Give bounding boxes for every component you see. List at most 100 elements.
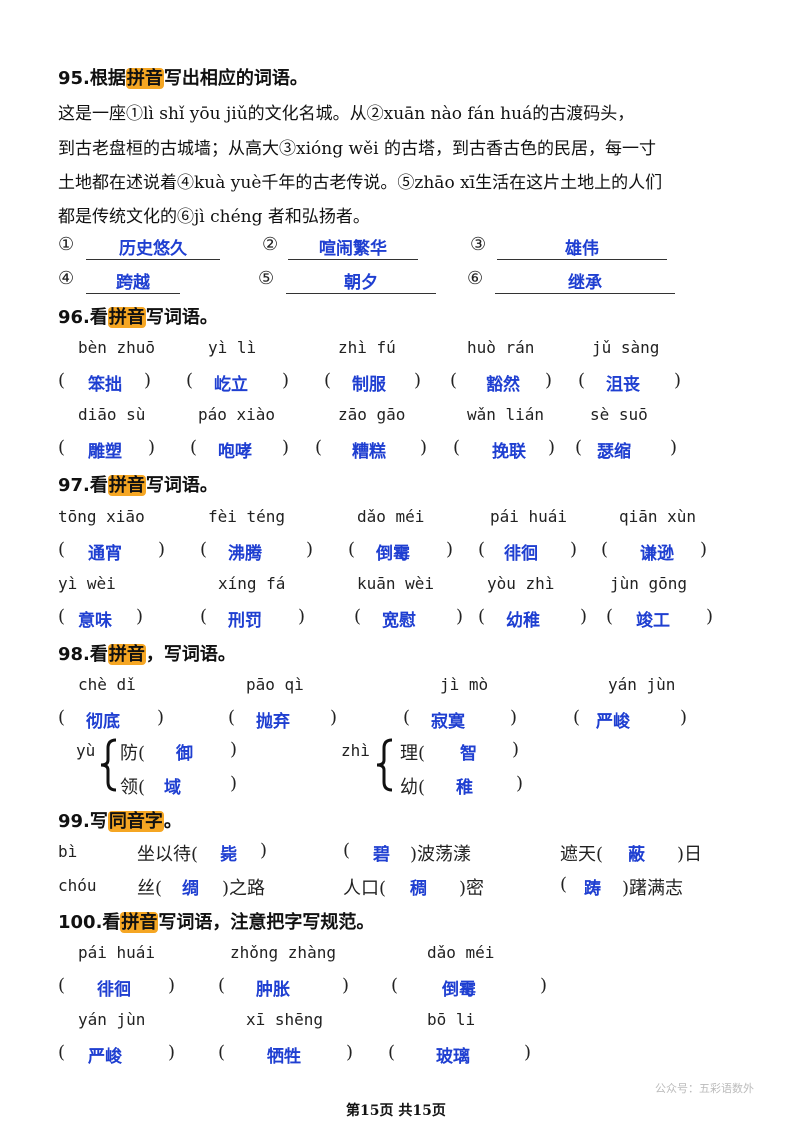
q95-title: 95.根据拼音写出相应的词语。 [58, 68, 308, 89]
q95-answer-6: 继承 [495, 268, 675, 294]
pinyin: pái huái [490, 507, 568, 526]
phrase-text: )波荡漾 [410, 844, 472, 865]
answer: 严峻 [88, 1047, 122, 1067]
pinyin: chè dǐ [78, 675, 136, 694]
answer: 踌 [584, 879, 601, 899]
paren-close: ) [420, 437, 428, 458]
pinyin: páo xiào [198, 405, 276, 424]
answer: 通宵 [88, 544, 122, 564]
paren-close: ) [700, 539, 708, 560]
answer: 域 [164, 778, 181, 798]
phrase-text: )躇满志 [622, 878, 684, 899]
pinyin: fèi téng [208, 507, 286, 526]
watermark: 公众号：五彩语数外 [655, 1082, 754, 1095]
q96-title: 96.看拼音写词语。 [58, 307, 218, 328]
pinyin: zhǒng zhàng [230, 943, 336, 962]
pinyin: yòu zhì [487, 574, 555, 593]
paren-open: ( [573, 707, 581, 728]
answer: 糟糕 [352, 442, 386, 462]
pinyin: xī shēng [246, 1010, 324, 1029]
q95-num-5: ⑤ [258, 268, 275, 289]
paren-open: ( [186, 370, 194, 391]
paren-close: ) [674, 370, 682, 391]
answer: 彻底 [86, 712, 120, 732]
answer: 瑟缩 [597, 442, 631, 462]
answer: 严峻 [596, 712, 630, 732]
phrase-text: )之路 [222, 878, 266, 899]
prefix: 防( [120, 743, 146, 764]
answer: 倒霉 [442, 980, 476, 1000]
pinyin: bō li [427, 1010, 476, 1029]
q100-title: 100.看拼音写词语，注意把字写规范。 [58, 912, 375, 933]
paren-open: ( [58, 539, 66, 560]
pinyin: pái huái [78, 943, 156, 962]
pinyin: jùn gōng [610, 574, 688, 593]
answer: 幼稚 [506, 611, 540, 631]
answer: 制服 [352, 375, 386, 395]
q95-answer-5: 朝夕 [286, 268, 436, 294]
paren-open: ( [324, 370, 332, 391]
pinyin: bèn zhuō [78, 338, 156, 357]
answer: 沮丧 [606, 375, 640, 395]
paren-open: ( [58, 707, 66, 728]
pinyin: jì mò [440, 675, 489, 694]
q95-line-3: 土地都在述说着④kuà yuè千年的古老传说。⑤zhāo xī生活在这片土地上的… [58, 173, 663, 193]
paren-close: ) [136, 606, 144, 627]
pinyin: tōng xiāo [58, 507, 145, 526]
q99-title: 99.写同音字。 [58, 811, 182, 832]
paren-open: ( [58, 437, 66, 458]
answer: 牺牲 [267, 1047, 301, 1067]
answer: 豁然 [486, 375, 520, 395]
paren-close: ) [148, 437, 156, 458]
paren-close: ) [580, 606, 588, 627]
q95-num-2: ② [262, 234, 279, 255]
answer: 竣工 [636, 611, 670, 631]
paren-open: ( [58, 606, 66, 627]
pinyin: chóu [58, 876, 97, 895]
pinyin: sè suō [590, 405, 648, 424]
prefix: 理( [400, 743, 426, 764]
paren-close: ) [144, 370, 152, 391]
phrase-text: )日 [677, 844, 703, 865]
phrase-text: ( [560, 874, 568, 895]
phrase-text: )密 [459, 878, 485, 899]
paren-open: ( [478, 606, 486, 627]
q98-title: 98.看拼音，写词语。 [58, 644, 236, 665]
page-number: 第15页 共15页 [346, 1103, 446, 1119]
answer: 绸 [182, 879, 199, 899]
paren-close: ) [570, 539, 578, 560]
q95-num-4: ④ [58, 268, 75, 289]
paren-open: ( [218, 1042, 226, 1063]
paren-open: ( [388, 1042, 396, 1063]
paren-close: ) [670, 437, 678, 458]
pinyin: dǎo méi [427, 943, 495, 962]
answer: 毙 [220, 845, 237, 865]
paren-close: ) [168, 1042, 176, 1063]
paren-close: ) [414, 370, 422, 391]
pinyin: yì wèi [58, 574, 116, 593]
q95-answer-4: 跨越 [86, 268, 180, 294]
q95-line-2: 到古老盘桓的古城墙；从高大③xióng wěi 的古塔，到古香古色的民居，每一寸 [58, 139, 656, 159]
pinyin: diāo sù [78, 405, 146, 424]
prefix: 领( [120, 777, 146, 798]
paren-open: ( [218, 975, 226, 996]
paren-open: ( [403, 707, 411, 728]
prefix: 幼( [400, 777, 426, 798]
paren-open: ( [190, 437, 198, 458]
pinyin: yì lì [208, 338, 257, 357]
pinyin: wǎn lián [467, 405, 545, 424]
brace-icon [374, 738, 394, 796]
paren-open: ( [58, 1042, 66, 1063]
phrase-text: ) [260, 840, 268, 861]
paren-open: ( [450, 370, 458, 391]
phrase-text: 丝( [137, 878, 163, 899]
pinyin: yù [76, 741, 96, 760]
paren-close: ) [524, 1042, 532, 1063]
pinyin: yán jùn [78, 1010, 146, 1029]
paren-close: ) [512, 739, 520, 760]
answer: 徘徊 [97, 980, 131, 1000]
paren-open: ( [578, 370, 586, 391]
paren-close: ) [282, 437, 290, 458]
pinyin: zhì [341, 741, 370, 760]
paren-close: ) [516, 773, 524, 794]
